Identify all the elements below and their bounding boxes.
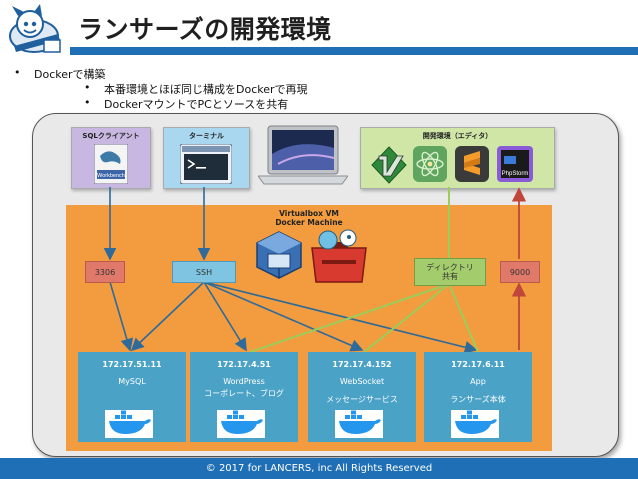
container-name: WebSocket bbox=[339, 377, 385, 386]
dir-to-websocket-line bbox=[363, 283, 450, 353]
ide-label: 開発環境（エディタ） bbox=[422, 132, 493, 140]
blue-connections bbox=[103, 187, 478, 354]
port-3306-node: 3306 bbox=[85, 261, 125, 283]
ide-box: 開発環境（エディタ） PhpStorm bbox=[360, 127, 555, 189]
sublime-text-icon bbox=[455, 146, 489, 182]
terminal-box: ターミナル bbox=[163, 127, 250, 189]
ssh-to-websocket-line bbox=[203, 281, 364, 352]
phpstorm-label: PhpStorm bbox=[502, 171, 529, 177]
dir-to-wordpress-line bbox=[249, 283, 450, 353]
dir-share-line2: 共有 bbox=[441, 272, 458, 281]
macbook-icon bbox=[258, 125, 348, 185]
container-name: WordPress bbox=[223, 377, 265, 386]
workbench-label: Workbench bbox=[97, 173, 125, 179]
container-name: MySQL bbox=[118, 377, 146, 386]
docker-whale-icon bbox=[217, 410, 265, 438]
container-ip: 172.17.51.11 bbox=[102, 360, 162, 369]
bullet-marker: • bbox=[14, 66, 21, 79]
sub-bullet-item: • DockerマウントでPCとソースを共有 bbox=[84, 96, 289, 112]
phpstorm-icon: PhpStorm bbox=[497, 146, 533, 182]
container-subtitle: コーポレート、ブログ bbox=[204, 389, 284, 398]
sql-client-label: SQLクライアント bbox=[82, 132, 140, 140]
docker-machine-toolbox-icon bbox=[311, 229, 367, 283]
ssh-to-mysql-line bbox=[130, 281, 205, 352]
atom-icon bbox=[413, 146, 447, 182]
sub-bullet-item: • 本番環境とほぼ同じ構成をDockerで再現 bbox=[84, 81, 308, 97]
directory-share-node: ディレクトリ 共有 bbox=[414, 258, 486, 286]
vm-title: Virtualbox VM Docker Machine bbox=[66, 209, 552, 227]
bullet-marker: • bbox=[84, 96, 91, 109]
bullet-text: DockerマウントでPCとソースを共有 bbox=[104, 98, 289, 111]
ssh-to-app-line bbox=[203, 281, 478, 354]
mysql-workbench-icon: Workbench bbox=[94, 144, 128, 184]
terminal-label: ターミナル bbox=[189, 132, 224, 140]
ssh-to-wordpress-line bbox=[203, 281, 247, 352]
green-connections bbox=[249, 187, 479, 353]
title-underline bbox=[70, 47, 638, 55]
docker-whale-icon bbox=[105, 410, 153, 438]
lancers-mascot-logo bbox=[9, 4, 61, 53]
container-ip: 172.17.4.152 bbox=[332, 360, 392, 369]
ssh-node: SSH bbox=[172, 261, 236, 283]
container-ip: 172.17.4.51 bbox=[217, 360, 271, 369]
container-wordpress: 172.17.4.51 WordPress コーポレート、ブログ bbox=[190, 352, 298, 442]
dir-share-line1: ディレクトリ bbox=[426, 263, 474, 272]
bullet-item: • Dockerで構築 bbox=[14, 66, 106, 82]
docker-whale-icon bbox=[335, 410, 383, 438]
virtualbox-icon bbox=[256, 231, 302, 279]
page-title: ランサーズの開発環境 bbox=[78, 15, 332, 44]
container-subtitle: ランサーズ本体 bbox=[450, 395, 506, 404]
container-mysql: 172.17.51.11 MySQL bbox=[78, 352, 186, 442]
3306-to-mysql-line bbox=[109, 281, 133, 352]
container-subtitle: メッセージサービス bbox=[326, 395, 398, 404]
container-websocket: 172.17.4.152 WebSocket メッセージサービス bbox=[308, 352, 416, 442]
vm-title-line2: Docker Machine bbox=[275, 218, 343, 227]
container-app: 172.17.6.11 App ランサーズ本体 bbox=[424, 352, 532, 442]
terminal-icon bbox=[180, 144, 232, 184]
docker-whale-icon bbox=[451, 410, 499, 438]
vim-icon bbox=[371, 146, 407, 184]
port-9000-node: 9000 bbox=[500, 261, 540, 283]
footer-copyright: © 2017 for LANCERS, inc All Rights Reser… bbox=[0, 458, 638, 479]
vm-title-line1: Virtualbox VM bbox=[279, 209, 339, 218]
sql-client-box: SQLクライアント Workbench bbox=[71, 127, 151, 189]
dir-to-app-line bbox=[448, 283, 479, 353]
bullet-text: 本番環境とほぼ同じ構成をDockerで再現 bbox=[104, 83, 308, 96]
container-name: App bbox=[470, 377, 486, 386]
bullet-marker: • bbox=[84, 81, 91, 94]
bullet-text: Dockerで構築 bbox=[34, 68, 106, 81]
container-ip: 172.17.6.11 bbox=[451, 360, 505, 369]
